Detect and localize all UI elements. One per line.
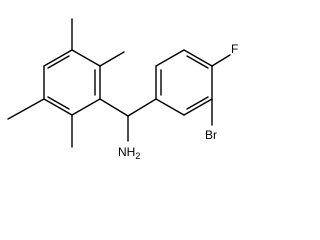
bond-ring-right-3 [183, 49, 213, 67]
bond-ring-left-3 [71, 98, 101, 116]
methyl-bond-upper-right [99, 51, 125, 67]
bond-ch-to-ring-right [127, 98, 157, 117]
bond-ring-right-5 [183, 98, 213, 116]
molecule-canvas: F Br NH2 [7, 18, 238, 161]
bromine-label: Br [205, 128, 217, 142]
amine-label: NH2 [118, 145, 140, 161]
double-bond-right-b [186, 55, 209, 69]
fluorine-label: F [231, 42, 238, 56]
double-bond-left-b [47, 96, 70, 110]
double-bond-left-c [47, 55, 70, 69]
structure-diagram: F Br NH2 [7, 18, 238, 161]
amine-label-subscript: 2 [135, 151, 140, 161]
bond-ring-left-to-ch [99, 98, 129, 117]
bond-ring-right-2 [155, 49, 185, 67]
bond-ring-left-6 [43, 49, 73, 67]
bond-ring-left-4 [43, 98, 73, 116]
amine-label-base: NH [118, 145, 135, 159]
bond-to-fluorine [211, 54, 231, 67]
bond-ring-right-6 [155, 98, 185, 116]
double-bond-right-c [186, 96, 209, 110]
bond-ring-left-1 [71, 49, 101, 67]
methyl-bond-left [7, 98, 45, 120]
